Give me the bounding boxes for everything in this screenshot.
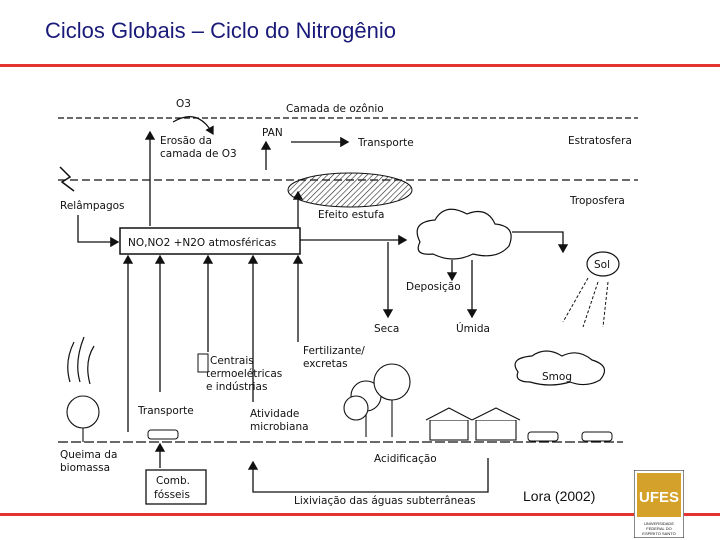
sun-label: Sol [594, 259, 610, 271]
o3-erosion-arrow [173, 117, 213, 134]
car-icon-2 [528, 432, 558, 441]
rain-cloud [417, 209, 511, 259]
atmospheric-nox-label: NO,NO2 +N2O atmosféricas [128, 237, 276, 249]
fertilizer-label-1: Fertilizante/ [303, 345, 365, 357]
top-divider [0, 64, 720, 67]
leaching-arrow [253, 458, 488, 492]
deposition-label: Deposição [406, 281, 461, 293]
smog-label: Smog [542, 371, 572, 383]
fertilizer-label-2: excretas [303, 358, 348, 370]
microbial-label-2: microbiana [250, 421, 309, 433]
stratosphere-label: Estratosfera [568, 135, 632, 147]
lightning-arrow [78, 215, 118, 242]
pan-label: PAN [262, 127, 283, 139]
acidification-label: Acidificação [374, 453, 437, 465]
car-icon-1 [148, 430, 178, 439]
svg-text:ESPÍRITO SANTO: ESPÍRITO SANTO [642, 531, 675, 536]
house-icons [426, 408, 520, 440]
biomass-label-2: biomassa [60, 462, 110, 474]
fuels-label-1: Comb. [156, 475, 190, 487]
plants-label-1: Centrais [210, 355, 254, 367]
erosion-label-2: camada de O3 [160, 148, 237, 160]
transport-top-label: Transporte [357, 137, 414, 149]
sun-ray-3 [603, 282, 608, 327]
fuels-label-2: fósseis [154, 489, 190, 501]
nitrogen-cycle-diagram: O3 Camada de ozônio PAN Erosão da camada… [48, 92, 638, 512]
microbial-label-1: Atividade [250, 408, 299, 420]
wet-label: Úmida [456, 322, 490, 335]
greenhouse-label: Efeito estufa [318, 209, 384, 221]
dry-label: Seca [374, 323, 399, 335]
biomass-label-1: Queima da [60, 449, 117, 461]
ozone-layer-label: Camada de ozônio [286, 103, 384, 115]
troposphere-label: Troposfera [569, 195, 625, 207]
o3-label: O3 [176, 98, 191, 110]
svg-text:UFES: UFES [639, 489, 679, 506]
transport-bottom-label: Transporte [137, 405, 194, 417]
slide-title: Ciclos Globais – Ciclo do Nitrogênio [45, 18, 396, 44]
car-icon-3 [582, 432, 612, 441]
greenhouse-cloud [288, 173, 412, 207]
smoke-icon [68, 337, 94, 384]
ufes-logo: UFES UNIVERSIDADE FEDERAL DO ESPÍRITO SA… [634, 470, 684, 538]
cloud-to-sun-arrow [512, 232, 563, 252]
sun-ray-1 [563, 278, 588, 322]
bottom-divider [0, 513, 720, 516]
source-credit: Lora (2002) [523, 488, 595, 504]
plants-label-3: e indústrias [206, 381, 267, 393]
erosion-label-1: Erosão da [160, 135, 212, 147]
lightning-icon [60, 167, 74, 191]
sun-ray-2 [583, 282, 598, 327]
plants-label-2: termoelétricas [206, 368, 282, 380]
lightning-label: Relâmpagos [60, 200, 125, 212]
leaching-label: Lixiviação das águas subterrâneas [294, 495, 476, 507]
factory-icon [198, 354, 208, 372]
